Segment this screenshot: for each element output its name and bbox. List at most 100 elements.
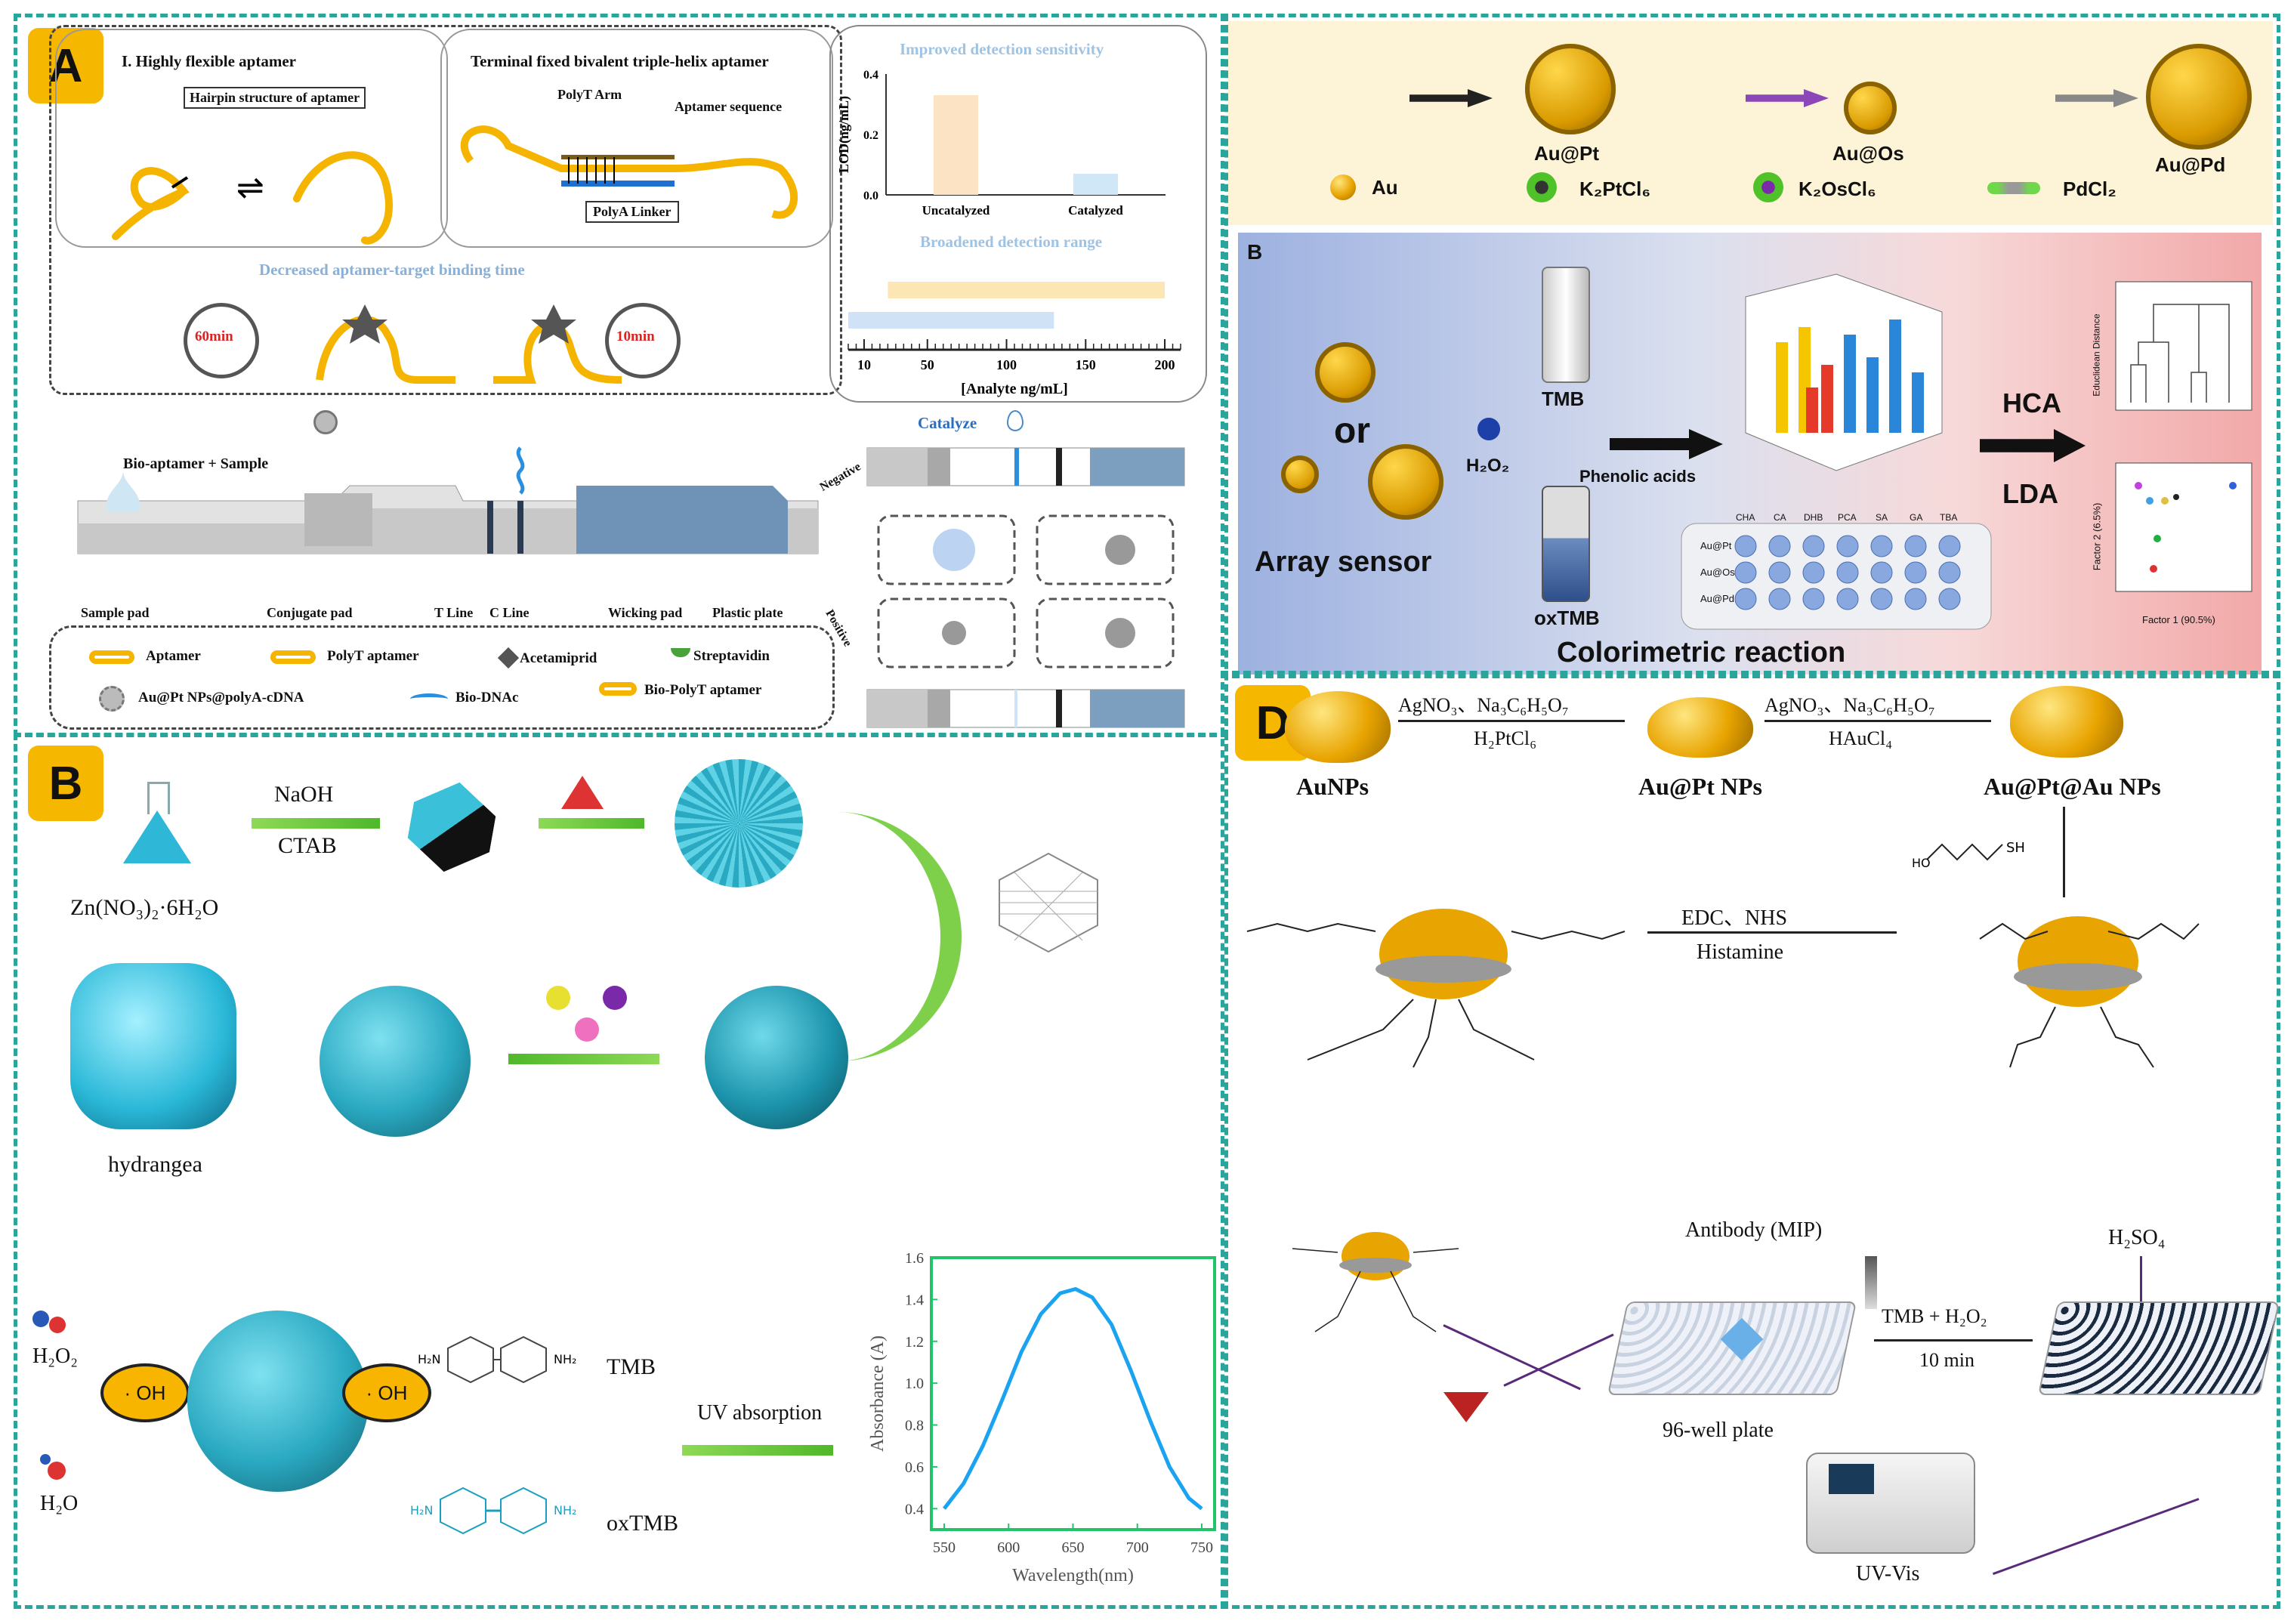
oxtmb-vial bbox=[1542, 486, 1590, 602]
clock-right-icon bbox=[605, 303, 681, 378]
reagent-dot-pink bbox=[575, 1017, 599, 1042]
plate-col-ga: GA bbox=[1910, 512, 1923, 523]
uv-ytick: 0.8 bbox=[905, 1418, 924, 1434]
uv-xtick: 600 bbox=[997, 1539, 1020, 1556]
plate-col-sa: SA bbox=[1876, 512, 1888, 523]
legend-k2oscl6: K₂OsCl₆ bbox=[1798, 178, 1876, 200]
uv-xtick: 650 bbox=[1062, 1539, 1085, 1556]
strip-label-sample-pad: Sample pad bbox=[81, 605, 150, 620]
uv-ytick: 1.0 bbox=[905, 1375, 924, 1392]
flask-icon bbox=[123, 782, 191, 865]
target-triangle-icon bbox=[1443, 1392, 1489, 1422]
legend-bio-dnac-icon bbox=[410, 693, 448, 705]
uv-plot-frame bbox=[930, 1256, 1216, 1531]
colorimetric-label: Colorimetric reaction bbox=[1557, 637, 1846, 668]
aupt-np-icon bbox=[1647, 697, 1753, 758]
synthesis-strip bbox=[1228, 21, 2273, 225]
strip-label-plastic-plate: Plastic plate bbox=[712, 605, 783, 620]
plate-col-ca: CA bbox=[1774, 512, 1786, 523]
uv-ylabel: Absorbance (A) bbox=[868, 1335, 888, 1452]
reagent-dot-yellow bbox=[546, 986, 570, 1010]
mpa-molecule: SH HO bbox=[1912, 840, 2025, 870]
plate-col-dhb: DHB bbox=[1804, 512, 1823, 523]
plate-row-aupd: Au@Pd bbox=[1700, 593, 1734, 604]
antibody-label: Antibody (MIP) bbox=[1685, 1218, 1823, 1242]
hairpin-label: Hairpin structure of aptamer bbox=[184, 87, 366, 109]
aunps-label: AuNPs bbox=[1296, 773, 1369, 800]
lod-xtick: Uncatalyzed bbox=[922, 203, 990, 218]
lda-plot bbox=[2115, 462, 2252, 592]
catalyze-label: Catalyze bbox=[918, 414, 977, 432]
zno-sphere bbox=[705, 986, 848, 1129]
edc-label: EDC、NHS bbox=[1681, 906, 1788, 930]
mpa-functionalized-np bbox=[1979, 916, 2200, 1068]
plate-col-cha: CHA bbox=[1736, 512, 1755, 523]
tmb-structure: H₂N NH₂ bbox=[418, 1335, 576, 1384]
clock-right-label: 10min bbox=[616, 329, 655, 344]
histamine-label: Histamine bbox=[1697, 940, 1784, 964]
binding-time-label: Decreased aptamer-target binding time bbox=[259, 261, 525, 279]
oh-left-badge: · OH bbox=[100, 1363, 190, 1422]
tmb-vial bbox=[1542, 267, 1590, 383]
sensor-particle-large bbox=[1368, 444, 1443, 520]
oxtmb-structure: H₂N NH₂ bbox=[410, 1487, 576, 1535]
histamine-functionalized-np bbox=[1246, 909, 1626, 1068]
legend-bio-polyt: Bio-PolyT aptamer bbox=[644, 682, 762, 698]
h2o2-label: H₂O₂ bbox=[32, 1345, 78, 1368]
range-xtick: 100 bbox=[996, 357, 1017, 372]
reagent-2-top: AgNO₃、Na₃C₆H₅O₇ bbox=[1764, 694, 1935, 716]
lateral-flow-strip bbox=[77, 446, 819, 554]
flexible-aptamer-drawing: ⇌ bbox=[112, 151, 393, 245]
lod-bar bbox=[1073, 174, 1119, 195]
legend-pdcl2-icon bbox=[1987, 182, 2040, 194]
lod-ytick: 0.0 bbox=[863, 190, 878, 202]
octahedron-icon bbox=[403, 775, 500, 878]
legend-k2ptcl6: K₂PtCl₆ bbox=[1579, 178, 1651, 200]
panel-c: C Au@Pt Au@Os Au@Pd Au K₂PtCl₆ K₂OsCl₆ P… bbox=[1221, 14, 2280, 678]
legend-bio-polyt-icon bbox=[599, 682, 637, 696]
uv-xtick: 700 bbox=[1126, 1539, 1149, 1556]
plate-row-aupt: Au@Pt bbox=[1700, 540, 1732, 551]
range-bar bbox=[848, 312, 1054, 329]
flexible-aptamer-box bbox=[55, 29, 448, 248]
strip-label-wicking-pad: Wicking pad bbox=[608, 605, 683, 620]
plate-col-tba: TBA bbox=[1940, 512, 1958, 523]
lod-xtick: Catalyzed bbox=[1068, 203, 1123, 218]
chart-area-box bbox=[829, 25, 1207, 403]
polyt-arm-label: PolyT Arm bbox=[557, 87, 622, 102]
clock-left-label: 60min bbox=[195, 329, 233, 344]
auos-particle-icon bbox=[1844, 82, 1897, 134]
aunp-particle-icon bbox=[1285, 691, 1391, 763]
dendro-ylabel: Educlidean Distance bbox=[2091, 313, 2102, 397]
arrow-d-1 bbox=[1398, 720, 1625, 722]
h2so4-label: H₂SO₄ bbox=[2108, 1226, 2166, 1249]
nanozyme-probe-icon bbox=[313, 410, 338, 434]
product-aupd: Au@Pd bbox=[2155, 153, 2226, 176]
range-xtick: 200 bbox=[1155, 357, 1175, 372]
legend-acetamiprid: Acetamiprid bbox=[520, 650, 597, 666]
well-plate bbox=[1681, 523, 1992, 630]
sub-badge-b: B bbox=[1247, 240, 1263, 264]
sensitivity-title: Improved detection sensitivity bbox=[900, 40, 1104, 58]
uv-ytick: 0.4 bbox=[905, 1501, 924, 1517]
arrow-3 bbox=[508, 1054, 659, 1064]
lod-ytick: 0.4 bbox=[863, 69, 878, 82]
sensor-particle-small bbox=[1281, 455, 1319, 493]
lda-xlabel: Factor 1 (90.5%) bbox=[2142, 614, 2215, 625]
svg-text:⇌: ⇌ bbox=[236, 168, 264, 207]
panel-d: D AuNPs AgNO₃、Na₃C₆H₅O₇ H₂PtCl₆ Au@Pt NP… bbox=[1221, 671, 2280, 1609]
array-sensor-label: Array sensor bbox=[1255, 546, 1432, 578]
oxtmb-label: oxTMB bbox=[607, 1511, 679, 1536]
range-xtick: 150 bbox=[1076, 357, 1096, 372]
reagent-2-bottom: HAuCl₄ bbox=[1829, 727, 1893, 749]
sensor-particle-top bbox=[1315, 342, 1375, 403]
lda-ylabel: Factor 2 (6.5%) bbox=[2091, 502, 2103, 571]
uv-ytick: 1.6 bbox=[905, 1250, 924, 1267]
triple-helix-drawing bbox=[461, 125, 798, 219]
plate-col-pca: PCA bbox=[1838, 512, 1857, 523]
or-label: or bbox=[1334, 411, 1370, 451]
nanozyme-sphere bbox=[187, 1311, 369, 1492]
svg-text:H₂N: H₂N bbox=[410, 1503, 433, 1517]
product-auos: Au@Os bbox=[1832, 142, 1904, 165]
